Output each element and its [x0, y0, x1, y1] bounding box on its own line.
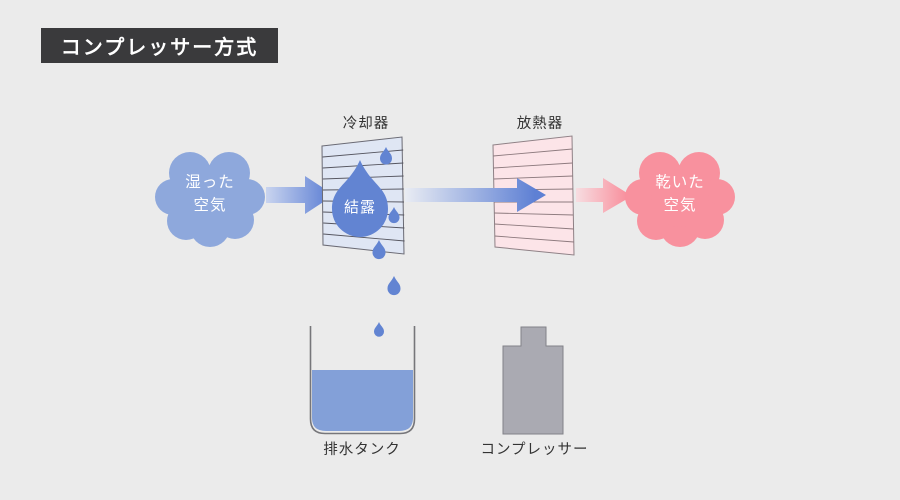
arrow-cooler-to-radiator	[405, 178, 546, 212]
condensation-drop	[332, 160, 388, 237]
humid-air-label: 湿った 空気	[185, 174, 235, 214]
title-text: コンプレッサー方式	[60, 37, 259, 59]
drop-falling-3	[374, 322, 384, 337]
drop-falling-1	[372, 240, 386, 260]
cooler-label: 冷却器	[342, 116, 390, 132]
drain-tank-label: 排水タンク	[323, 442, 401, 458]
humid-air-cloud	[155, 152, 265, 247]
drain-tank	[309, 326, 416, 435]
condensation-label: 結露	[343, 199, 376, 216]
compressor-body	[502, 326, 564, 435]
compressor-label: コンプレッサー	[480, 442, 589, 458]
dry-air-label: 乾いた 空気	[655, 174, 705, 214]
arrow-humid-to-cooler	[266, 176, 334, 214]
water-drops	[332, 147, 401, 337]
dry-air-cloud	[625, 152, 735, 247]
drop-falling-2	[387, 276, 401, 296]
drop-panel-top	[380, 147, 392, 165]
tank-outline	[309, 326, 416, 435]
radiator-label: 放熱器	[516, 116, 564, 132]
title-badge: コンプレッサー方式	[41, 28, 278, 63]
drop-panel-right	[388, 207, 400, 224]
arrow-radiator-to-dry	[576, 178, 632, 213]
tank-water	[312, 370, 413, 431]
